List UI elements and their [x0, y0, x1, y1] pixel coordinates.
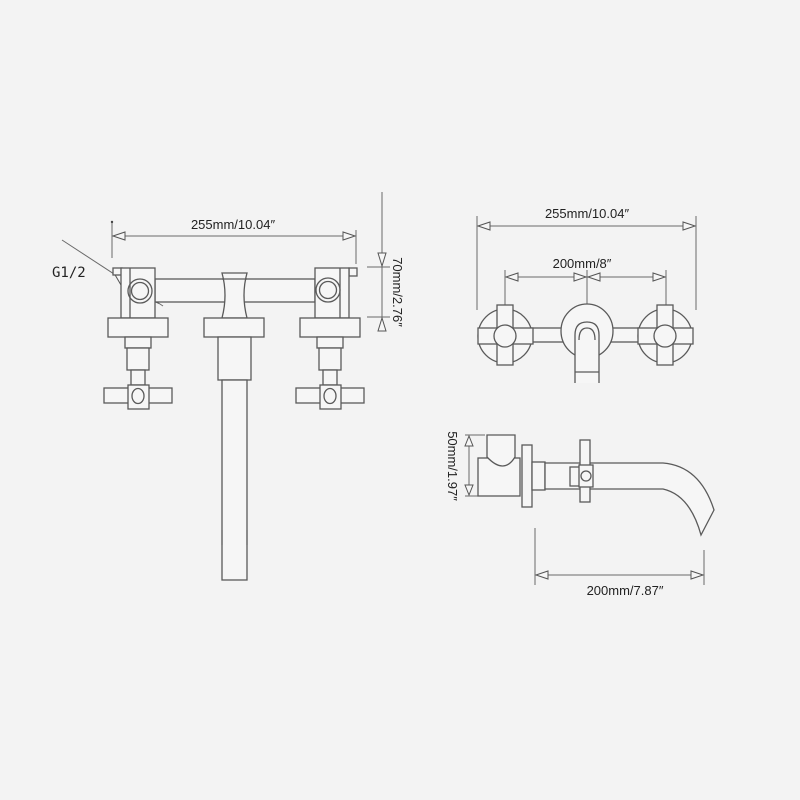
- top-spout-base: [560, 303, 614, 383]
- front-width-dimension: 255mm/10.04″: [110, 217, 357, 264]
- top-outer-width-dimension: 255mm/10.04″: [476, 206, 697, 310]
- left-wall-flange: [107, 317, 169, 338]
- side-stem-sleeve: [531, 461, 546, 491]
- top-center-spacing-dimension: 200mm/8″: [504, 256, 667, 318]
- side-reach-dimension: 200mm/7.87″: [534, 528, 705, 598]
- left-valve-body: [112, 267, 156, 319]
- front-view: 255mm/10.04″ 70mm/2.76″ G1/2: [52, 192, 405, 581]
- side-height-dimension: 50mm/1.97″: [445, 431, 485, 501]
- top-center-spacing-label: 200mm/8″: [553, 256, 612, 271]
- top-view: 255mm/10.04″ 200mm/8″: [476, 206, 697, 383]
- right-wall-flange: [299, 317, 361, 338]
- right-cross-handle: [295, 336, 365, 410]
- side-valve-body: [477, 434, 521, 497]
- thread-label: G1/2: [52, 265, 86, 281]
- top-outer-width-label: 255mm/10.04″: [545, 206, 629, 221]
- side-view: 50mm/1.97″ 200mm/7.87″: [445, 431, 715, 598]
- front-height-dimension: 70mm/2.76″: [367, 192, 405, 332]
- front-width-label: 255mm/10.04″: [191, 217, 275, 232]
- top-left-handle: [477, 304, 534, 366]
- spout-wall-flange: [203, 317, 265, 338]
- front-spout: [217, 336, 252, 581]
- spout-connector: [221, 272, 248, 319]
- side-cross-handle: [569, 439, 594, 503]
- side-height-label: 50mm/1.97″: [445, 431, 460, 501]
- side-wall-flange: [521, 444, 533, 508]
- right-valve-body: [314, 267, 358, 319]
- left-cross-handle: [103, 336, 173, 410]
- side-reach-label: 200mm/7.87″: [587, 583, 664, 598]
- front-height-label: 70mm/2.76″: [390, 257, 405, 327]
- top-right-handle: [637, 304, 694, 366]
